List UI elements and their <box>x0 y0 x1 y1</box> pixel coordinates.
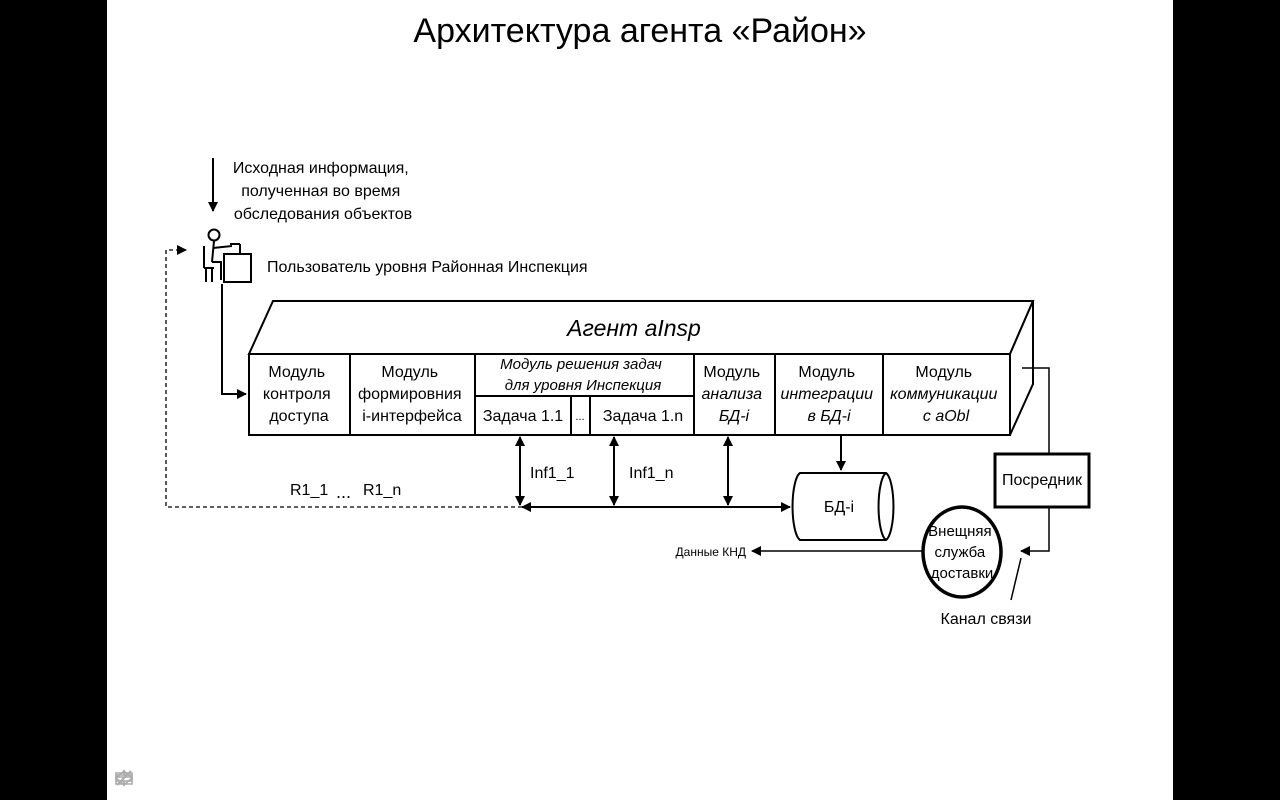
next-arrow-icon[interactable] <box>115 768 240 792</box>
agent-label: Агент aInsp <box>565 315 701 341</box>
task-dots-text: ... <box>575 411 584 423</box>
db-label: БД-i <box>824 499 854 516</box>
module-analysis-text: Модуль анализа БД-i <box>702 364 767 425</box>
module-tasks-header: Модуль решения задач для уровня Инспекци… <box>500 356 666 394</box>
slide-navigation <box>114 768 240 792</box>
inf-first-label: Inf1_1 <box>530 465 575 482</box>
mediator-box <box>993 452 1091 509</box>
user-label: Пользователь уровня Районная Инспекция <box>267 259 588 276</box>
module-access-text: Модуль контроля доступа <box>263 364 335 425</box>
menu-icon[interactable] <box>115 768 206 792</box>
task-last-text: Задача 1.n <box>603 408 683 425</box>
knd-data-label: Данные КНД <box>676 545 746 559</box>
channel-label: Канал связи <box>941 611 1032 628</box>
input-info-text: Исходная информация, полученная во время… <box>233 160 413 223</box>
inf-last-label: Inf1_n <box>629 465 673 482</box>
result-first-label: R1_1 <box>290 482 328 499</box>
mediator-label: Посредник <box>1002 472 1083 489</box>
mediator-to-delivery-arrow <box>1020 507 1050 556</box>
pen-icon[interactable] <box>116 768 172 792</box>
results-feedback-arrow <box>165 245 522 508</box>
user-to-access-arrow <box>221 284 247 399</box>
comm-to-mediator-line <box>1022 367 1050 454</box>
module-dividers <box>349 354 884 435</box>
task-first-text: Задача 1.1 <box>483 408 563 425</box>
channel-pointer-line <box>1010 557 1022 601</box>
module-interface-text: Модуль формировния i-интерфейса <box>358 364 466 425</box>
database-icon <box>791 472 895 541</box>
result-dots-label: ... <box>336 482 351 502</box>
module-integration-text: Модуль интеграции в БД-i <box>780 364 877 425</box>
module-communication-text: Модуль коммуникации с aObl <box>890 364 1002 425</box>
result-last-label: R1_n <box>363 482 401 499</box>
user-at-desk-icon <box>203 228 252 283</box>
delivery-service-ellipse <box>921 505 1003 599</box>
delivery-service-label: Внещняя служба доставки <box>928 523 996 582</box>
slide-title: Архитектура агента «Район» <box>413 12 867 50</box>
